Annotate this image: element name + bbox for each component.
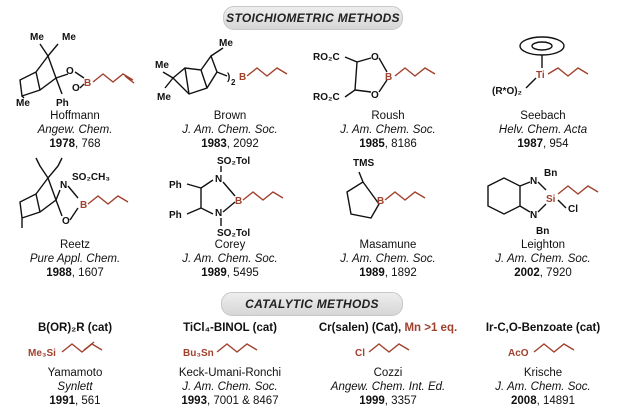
- boron-label: B: [80, 200, 87, 211]
- boron-label: B: [235, 196, 242, 207]
- svg-text:O: O: [62, 216, 70, 227]
- svg-text:SO₂Tol: SO₂Tol: [217, 228, 250, 239]
- catalyst-keck: TiCl₄-BINOL (cat): [183, 322, 277, 334]
- titanium-label: Ti: [536, 70, 545, 81]
- oxygen-label: O: [66, 66, 74, 77]
- svg-text:SO₂CH₃: SO₂CH₃: [72, 172, 110, 183]
- leighton-structure: N N Bn Bn Si Cl: [487, 168, 599, 237]
- reetz-structure: N SO₂CH₃ O B: [19, 157, 129, 228]
- methyl-label: Me: [219, 38, 233, 49]
- brown-structure: Me Me Me ) 2 B: [155, 38, 288, 103]
- svg-text:Bn: Bn: [544, 168, 557, 179]
- catalyst-cozzi: Cr(salen) (Cat), Mn >1 eq.: [318, 322, 458, 334]
- svg-text:N: N: [60, 180, 67, 191]
- svg-text:RO₂C: RO₂C: [313, 52, 340, 63]
- methyl-label: Me: [16, 98, 30, 109]
- svg-text:(R*O)₂: (R*O)₂: [492, 86, 522, 97]
- svg-text:2: 2: [231, 78, 236, 87]
- svg-text:O: O: [371, 52, 379, 63]
- svg-text:Ph: Ph: [169, 180, 182, 191]
- svg-text:Ph: Ph: [169, 210, 182, 221]
- catalytic-methods-header: CATALYTIC METHODS: [221, 292, 403, 316]
- allylstannane-structure: Bu₃Sn: [183, 343, 258, 359]
- svg-text:Bu₃Sn: Bu₃Sn: [183, 348, 214, 359]
- svg-text:N: N: [530, 210, 537, 221]
- stoichiometric-methods-header: STOICHIOMETRIC METHODS: [223, 6, 403, 30]
- boron-label: B: [385, 72, 392, 83]
- masamune-structure: TMS B: [346, 158, 426, 219]
- catalyst-yamamoto: B(OR)₂R (cat): [37, 322, 113, 334]
- phenyl-label: Ph: [56, 98, 69, 109]
- svg-text:): ): [227, 72, 230, 83]
- boron-label: B: [84, 78, 91, 89]
- svg-text:Cl: Cl: [568, 204, 578, 215]
- hoffmann-structure: Me Me Me O O Ph B: [16, 32, 135, 109]
- svg-text:O: O: [371, 90, 379, 101]
- boron-label: B: [239, 72, 246, 83]
- allyl-acetate-structure: AcO: [508, 343, 575, 359]
- roush-structure: RO₂C RO₂C O O B: [313, 52, 436, 103]
- svg-text:RO₂C: RO₂C: [313, 92, 340, 103]
- catalyst-krische: Ir-C,O-Benzoate (cat): [485, 322, 601, 334]
- svg-text:Me: Me: [157, 92, 171, 103]
- svg-text:AcO: AcO: [508, 348, 529, 359]
- svg-text:N: N: [215, 208, 222, 219]
- seebach-structure: Ti (R*O)₂: [492, 36, 589, 97]
- svg-text:SO₂Tol: SO₂Tol: [217, 156, 250, 167]
- boron-label: B: [377, 196, 384, 207]
- silicon-label: Si: [546, 194, 556, 205]
- allylsilane-structure: Me₃Si: [28, 341, 103, 359]
- svg-text:N: N: [530, 176, 537, 187]
- methyl-label: Me: [62, 32, 76, 43]
- svg-text:Me: Me: [155, 60, 169, 71]
- oxygen-label: O: [72, 83, 80, 94]
- allyl-chloride-structure: Cl: [355, 343, 410, 359]
- svg-text:Me₃Si: Me₃Si: [28, 348, 56, 359]
- svg-text:Cl: Cl: [355, 348, 365, 359]
- methyl-label: Me: [30, 32, 44, 43]
- svg-text:Bn: Bn: [536, 226, 549, 237]
- svg-text:TMS: TMS: [353, 158, 374, 169]
- svg-text:N: N: [215, 174, 222, 185]
- corey-structure: SO₂Tol SO₂Tol N N Ph Ph B: [169, 156, 284, 239]
